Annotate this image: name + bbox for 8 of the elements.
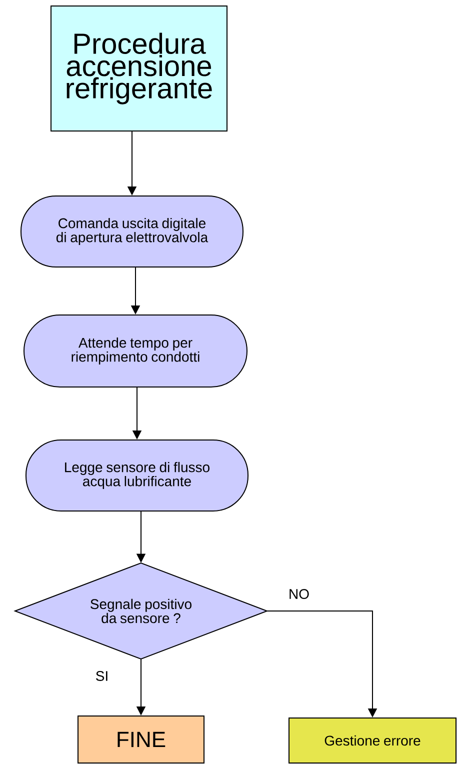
process-box: Attende tempo per riempimento condotti: [24, 314, 248, 388]
edge-label: NO: [290, 589, 309, 599]
process-box: Gestione errore: [288, 718, 456, 764]
edge-label: SI: [96, 671, 108, 681]
process-box: Comanda uscita digitale di apertura elettrovalvola: [20, 196, 244, 268]
process-box: FINE: [78, 716, 204, 764]
process-box: Legge sensore di flusso acqua lubrificante: [26, 440, 248, 512]
process-box: Procedura accensione refrigerante: [50, 6, 228, 132]
